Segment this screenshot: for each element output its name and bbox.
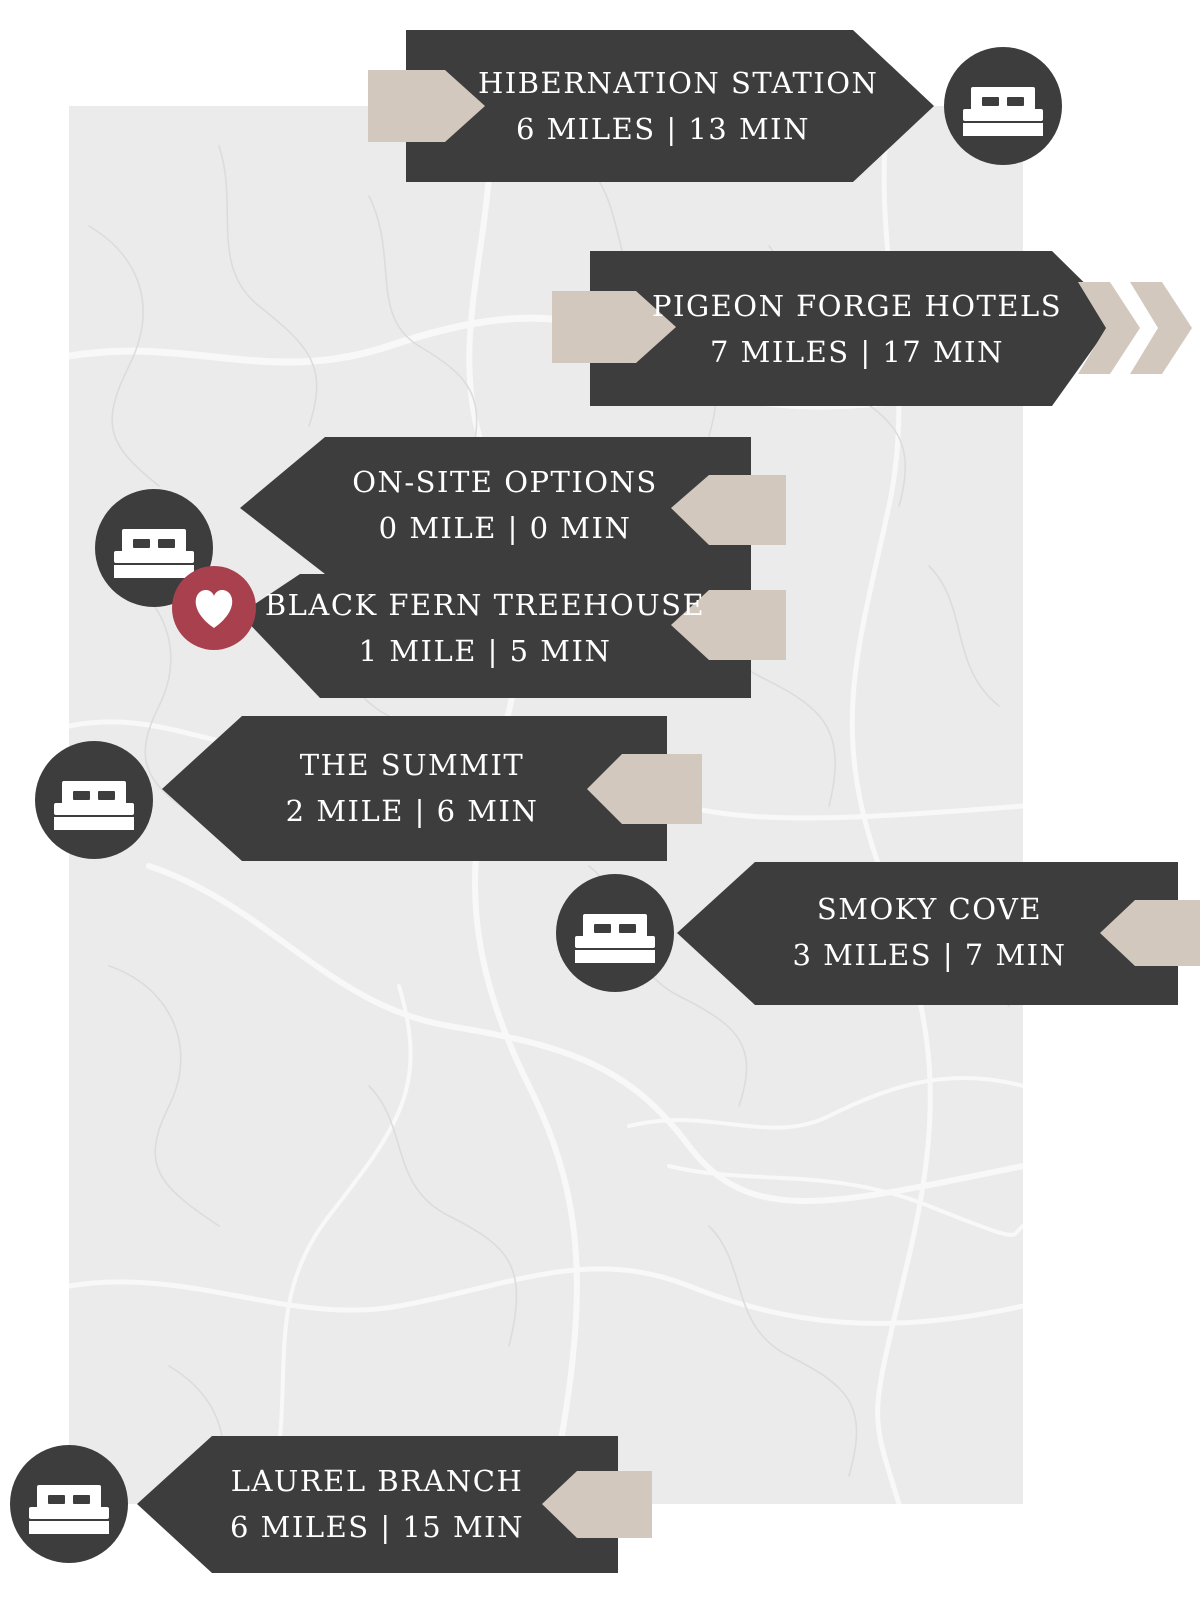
bed-badge-laurel-branch xyxy=(10,1445,128,1563)
favorite-badge-black-fern-treehouse xyxy=(172,566,256,650)
banner-shape xyxy=(240,574,786,698)
location-name: ON-SITE OPTIONS xyxy=(352,465,658,499)
location-label: SMOKY COVE 3 MILES | 7 MIN xyxy=(747,886,1112,978)
location-name: LAUREL BRANCH xyxy=(230,1464,524,1498)
banner-shape xyxy=(137,1436,652,1573)
bed-badge-smoky-cove xyxy=(556,874,674,992)
location-banner-the-summit[interactable]: THE SUMMIT 2 MILE | 6 MIN xyxy=(162,716,702,861)
location-label: ON-SITE OPTIONS 0 MILE | 0 MIN xyxy=(300,459,710,551)
location-banner-on-site-options[interactable]: ON-SITE OPTIONS 0 MILE | 0 MIN xyxy=(240,437,786,574)
location-banner-hibernation-station[interactable]: HIBERNATION STATION 6 MILES | 13 MIN xyxy=(368,30,934,182)
location-name: PIGEON FORGE HOTELS xyxy=(652,289,1063,323)
location-distance: 6 MILES | 13 MIN xyxy=(516,112,810,146)
location-label: HIBERNATION STATION 6 MILES | 13 MIN xyxy=(478,60,879,152)
banner-shape xyxy=(162,716,702,861)
banner-shape xyxy=(240,437,786,574)
bed-badge-the-summit xyxy=(35,741,153,859)
banner-shape xyxy=(552,251,1117,406)
location-name: SMOKY COVE xyxy=(816,892,1043,926)
heart-icon xyxy=(195,590,233,628)
double-chevron-right-icon xyxy=(1078,282,1192,374)
location-distance: 0 MILE | 0 MIN xyxy=(378,511,632,545)
banner-shape xyxy=(677,862,1200,1005)
location-name: BLACK FERN TREEHOUSE xyxy=(264,588,706,622)
location-banner-smoky-cove[interactable]: SMOKY COVE 3 MILES | 7 MIN xyxy=(677,862,1200,1005)
location-label: THE SUMMIT 2 MILE | 6 MIN xyxy=(232,742,592,834)
bed-icon xyxy=(114,529,194,578)
bed-icon xyxy=(54,781,134,830)
banner-shape xyxy=(368,30,934,182)
location-name: THE SUMMIT xyxy=(299,748,525,782)
location-distance: 1 MILE | 5 MIN xyxy=(358,634,612,668)
bed-icon xyxy=(575,914,655,963)
location-banner-black-fern-treehouse[interactable]: BLACK FERN TREEHOUSE 1 MILE | 5 MIN xyxy=(240,574,786,698)
location-banner-pigeon-forge-hotels[interactable]: PIGEON FORGE HOTELS 7 MILES | 17 MIN xyxy=(552,251,1117,406)
location-label: PIGEON FORGE HOTELS 7 MILES | 17 MIN xyxy=(652,283,1062,375)
location-distance: 2 MILE | 6 MIN xyxy=(285,794,539,828)
location-banner-laurel-branch[interactable]: LAUREL BRANCH 6 MILES | 15 MIN xyxy=(137,1436,652,1573)
location-name: HIBERNATION STATION xyxy=(478,66,879,100)
location-label: LAUREL BRANCH 6 MILES | 15 MIN xyxy=(197,1458,557,1550)
bed-icon xyxy=(963,87,1043,136)
location-distance: 7 MILES | 17 MIN xyxy=(710,335,1004,369)
location-distance: 3 MILES | 7 MIN xyxy=(792,938,1067,972)
bed-icon xyxy=(29,1485,109,1534)
location-label: BLACK FERN TREEHOUSE 1 MILE | 5 MIN xyxy=(260,582,710,674)
bed-badge-hibernation-station xyxy=(944,47,1062,165)
location-distance: 6 MILES | 15 MIN xyxy=(230,1510,524,1544)
